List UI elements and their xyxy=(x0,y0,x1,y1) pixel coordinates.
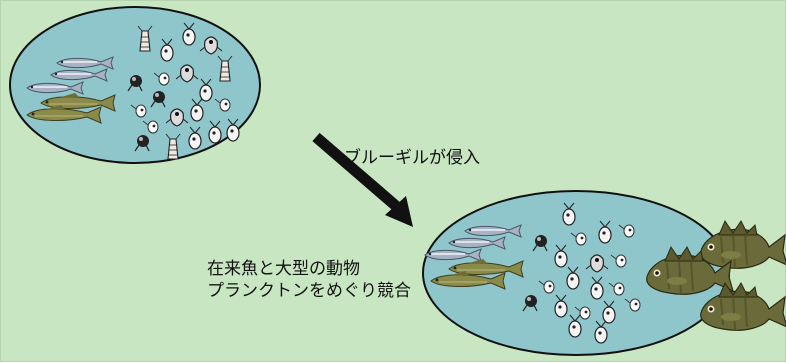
competition-label: 在来魚と大型の動物 プランクトンをめぐり競合 xyxy=(207,258,411,302)
invasion-arrow xyxy=(312,132,413,227)
competition-label-line1: 在来魚と大型の動物 xyxy=(207,259,360,279)
bluegill-fish-icon xyxy=(699,220,786,270)
competition-label-line2: プランクトンをめぐり競合 xyxy=(207,281,411,301)
invasion-label: ブルーギルが侵入 xyxy=(344,148,480,168)
